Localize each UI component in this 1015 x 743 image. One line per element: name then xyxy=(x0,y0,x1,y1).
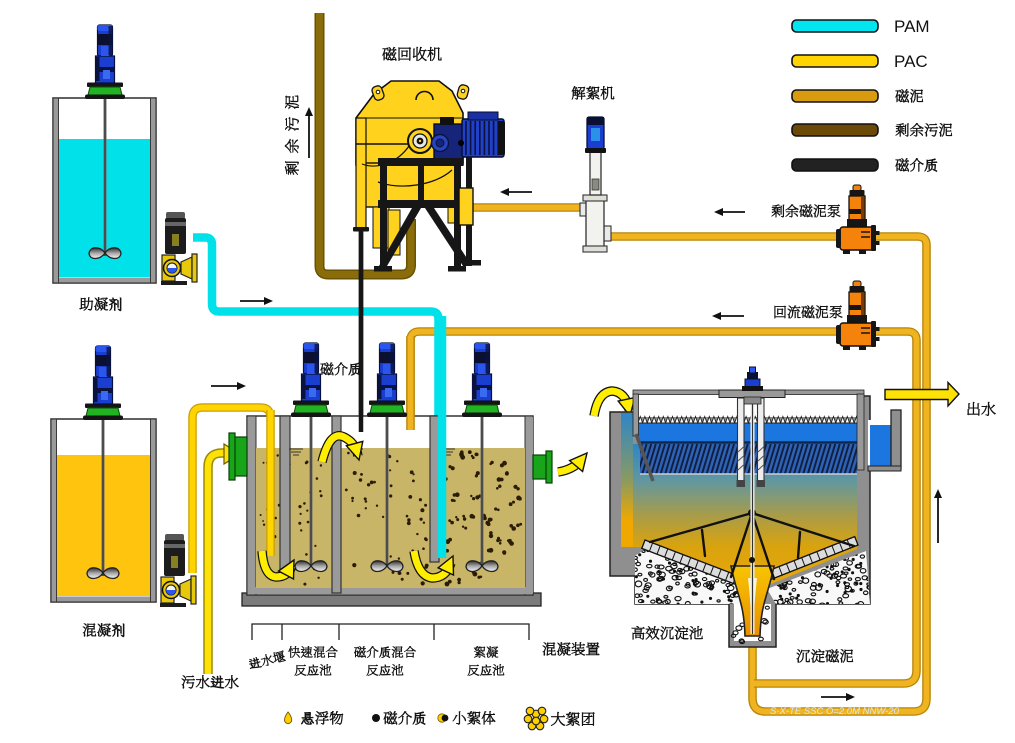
svg-text:PAM: PAM xyxy=(894,17,930,36)
svg-text:PAC: PAC xyxy=(894,52,928,71)
svg-text:S·X-TE SSC O=2.0M NNW-20: S·X-TE SSC O=2.0M NNW-20 xyxy=(770,706,900,717)
